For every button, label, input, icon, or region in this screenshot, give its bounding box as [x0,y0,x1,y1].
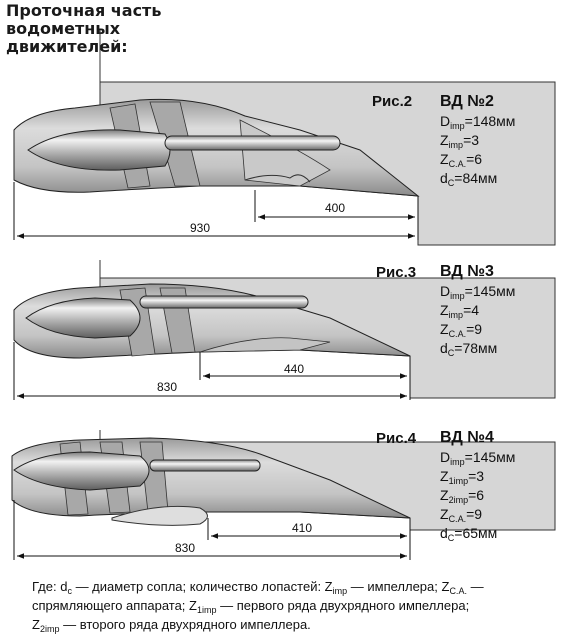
diagram-title: Проточная часть водометных движителей: [6,2,236,56]
figure-label: Рис.2 [372,93,413,110]
param-row: Zimp=4 [440,302,480,320]
dim-label-long: 830 [175,541,196,555]
drive-shaft [164,135,341,151]
param-row: Dimp=145мм [440,449,516,467]
param-row: Z2imp=6 [440,487,485,505]
impeller-hub [13,451,150,491]
param-row: ZC.A.=9 [440,321,483,339]
intake-lip [244,174,311,183]
param-row: dC=84мм [440,170,498,188]
param-row: Dimp=145мм [440,283,516,301]
figure-label: Рис.4 [376,430,417,447]
caption-line-3: Z2imp — второго ряда двухрядного импелле… [32,617,311,634]
jet-name: ВД №4 [440,429,494,446]
figure-label: Рис.3 [376,264,417,281]
drive-shaft [149,459,261,472]
caption-line-2: спрямляющего аппарата; Z1imp — первого р… [32,598,470,615]
param-row: dC=78мм [440,340,498,358]
title-line-1: Проточная часть [6,1,162,20]
drive-shaft [139,295,309,309]
spec-block: ВД №2 Dimp=148мм Zimp=3 ZC.A.=6 dC=84мм [440,92,515,188]
param-row: Z1imp=3 [440,468,485,486]
impeller-hub [25,297,141,339]
param-row: dC=65мм [440,525,498,543]
waterjet-drawing-2 [13,30,556,246]
dim-label-long: 930 [190,221,211,235]
jet-name: ВД №2 [440,93,494,110]
dim-label-short: 440 [284,362,305,376]
legend-caption: Где: dc — диаметр сопла; количество лопа… [32,577,567,634]
param-row: ZC.A.=9 [440,506,483,524]
param-row: Dimp=148мм [440,113,516,131]
title-line-3: движителей: [6,37,128,56]
figure-panel-2: 400 930 Рис.2 ВД №2 Dimp=148мм Zimp=3 ZC… [0,0,567,250]
title-line-2: водометных [6,19,121,38]
jet-name: ВД №3 [440,263,494,280]
figure-panel-4: 410 830 Рис.4 ВД №4 Dimp=145мм Z1imp=3 Z… [0,420,567,575]
intake-grill [111,505,208,526]
nozzle-lip [199,337,331,353]
param-row: Zimp=3 [440,132,480,150]
figure-panel-3: 440 830 Рис.3 ВД №3 Dimp=145мм Zimp=4 ZC… [0,250,567,420]
waterjet-drawing-4 [11,430,556,560]
dim-label-short: 410 [292,521,313,535]
waterjet-drawing-3 [13,260,556,400]
spec-block: ВД №4 Dimp=145мм Z1imp=3 Z2imp=6 ZC.A.=9… [440,428,515,543]
dim-label-long: 830 [157,380,178,394]
caption-line-1: Где: dc — диаметр сопла; количество лопа… [32,579,484,596]
dim-label-short: 400 [325,201,346,215]
param-row: ZC.A.=6 [440,151,483,169]
spec-block: ВД №3 Dimp=145мм Zimp=4 ZC.A.=9 dC=78мм [440,262,515,358]
